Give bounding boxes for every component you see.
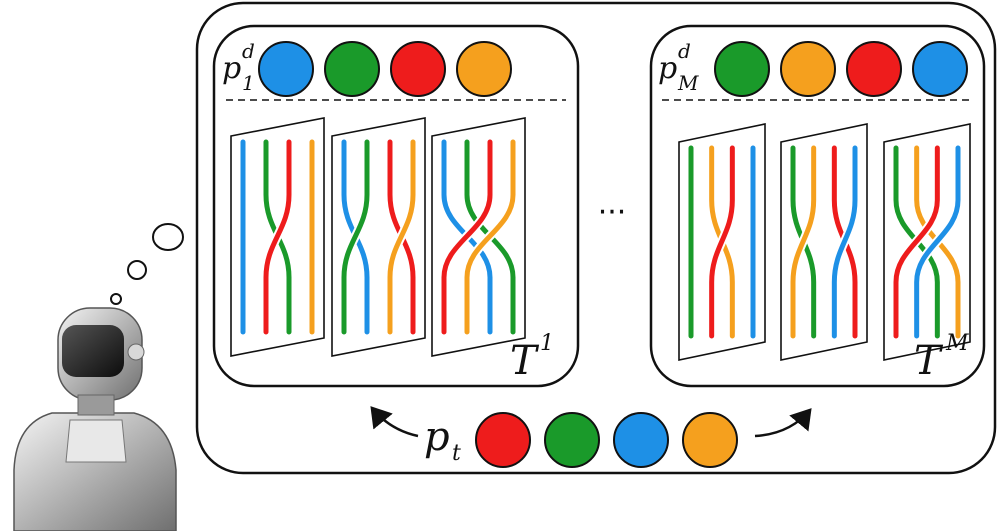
panel-left-set-label: T (510, 338, 540, 384)
panel-right-seq-orange-circle (780, 41, 836, 97)
panel-right-seq-green-circle (714, 41, 770, 97)
panel-left-braids (230, 117, 526, 357)
braid-strand (914, 145, 961, 339)
panel-left: p d 1 T 1 (212, 24, 580, 388)
bottom-seq-orange-circle (682, 412, 738, 468)
thought-bubble-icon (110, 223, 184, 305)
panel-left-seq-orange-circle (456, 41, 512, 97)
bottom-target: p t (370, 406, 812, 468)
braid-strand (790, 145, 817, 339)
braid-sheet (883, 123, 971, 361)
panel-right-seq-blue-circle (912, 41, 968, 97)
panel-left-label-sup: d (242, 39, 255, 63)
braid-strand (464, 139, 516, 335)
braid-strand (441, 139, 493, 335)
panel-left-label-sub: 1 (242, 71, 255, 95)
panel-left-sequence (258, 41, 512, 97)
braid-strand (831, 145, 858, 339)
braid-sheet (331, 117, 426, 357)
ellipsis: ··· (598, 195, 627, 230)
braid-sheet (678, 123, 766, 361)
bottom-seq-blue-circle (613, 412, 669, 468)
panel-right-braids (678, 123, 971, 361)
panel-right-seq-red-circle (846, 41, 902, 97)
panel-right-label: p (658, 51, 677, 86)
bottom-label: p (424, 414, 450, 460)
panel-right-set-sup: M (945, 331, 969, 356)
panel-right: p d M T M (649, 24, 986, 388)
braid-strand (387, 139, 416, 335)
braid-strand (893, 145, 940, 339)
panel-left-set-sup: 1 (540, 331, 554, 356)
arrow-right-icon (754, 408, 812, 438)
braid-sheet (431, 117, 526, 357)
braid-sheet (230, 117, 325, 357)
bottom-label-sub: t (452, 441, 461, 466)
braid-strand (341, 139, 370, 335)
panel-left-seq-green-circle (324, 41, 380, 97)
braid-strand (709, 145, 735, 339)
panel-left-seq-red-circle (390, 41, 446, 97)
panel-left-seq-blue-circle (258, 41, 314, 97)
arrow-left-icon (370, 406, 419, 438)
panel-right-set-label: T (914, 338, 944, 384)
robot-icon (13, 307, 177, 531)
panel-left-label: p (222, 51, 241, 86)
panel-right-label-sub: M (677, 71, 699, 95)
panel-right-sequence (714, 41, 968, 97)
braid-sheet (780, 123, 868, 361)
bottom-seq-green-circle (544, 412, 600, 468)
panel-right-label-sup: d (678, 39, 691, 63)
braid-strand (263, 139, 292, 335)
bottom-seq-red-circle (475, 412, 531, 468)
bottom-sequence (475, 412, 738, 468)
